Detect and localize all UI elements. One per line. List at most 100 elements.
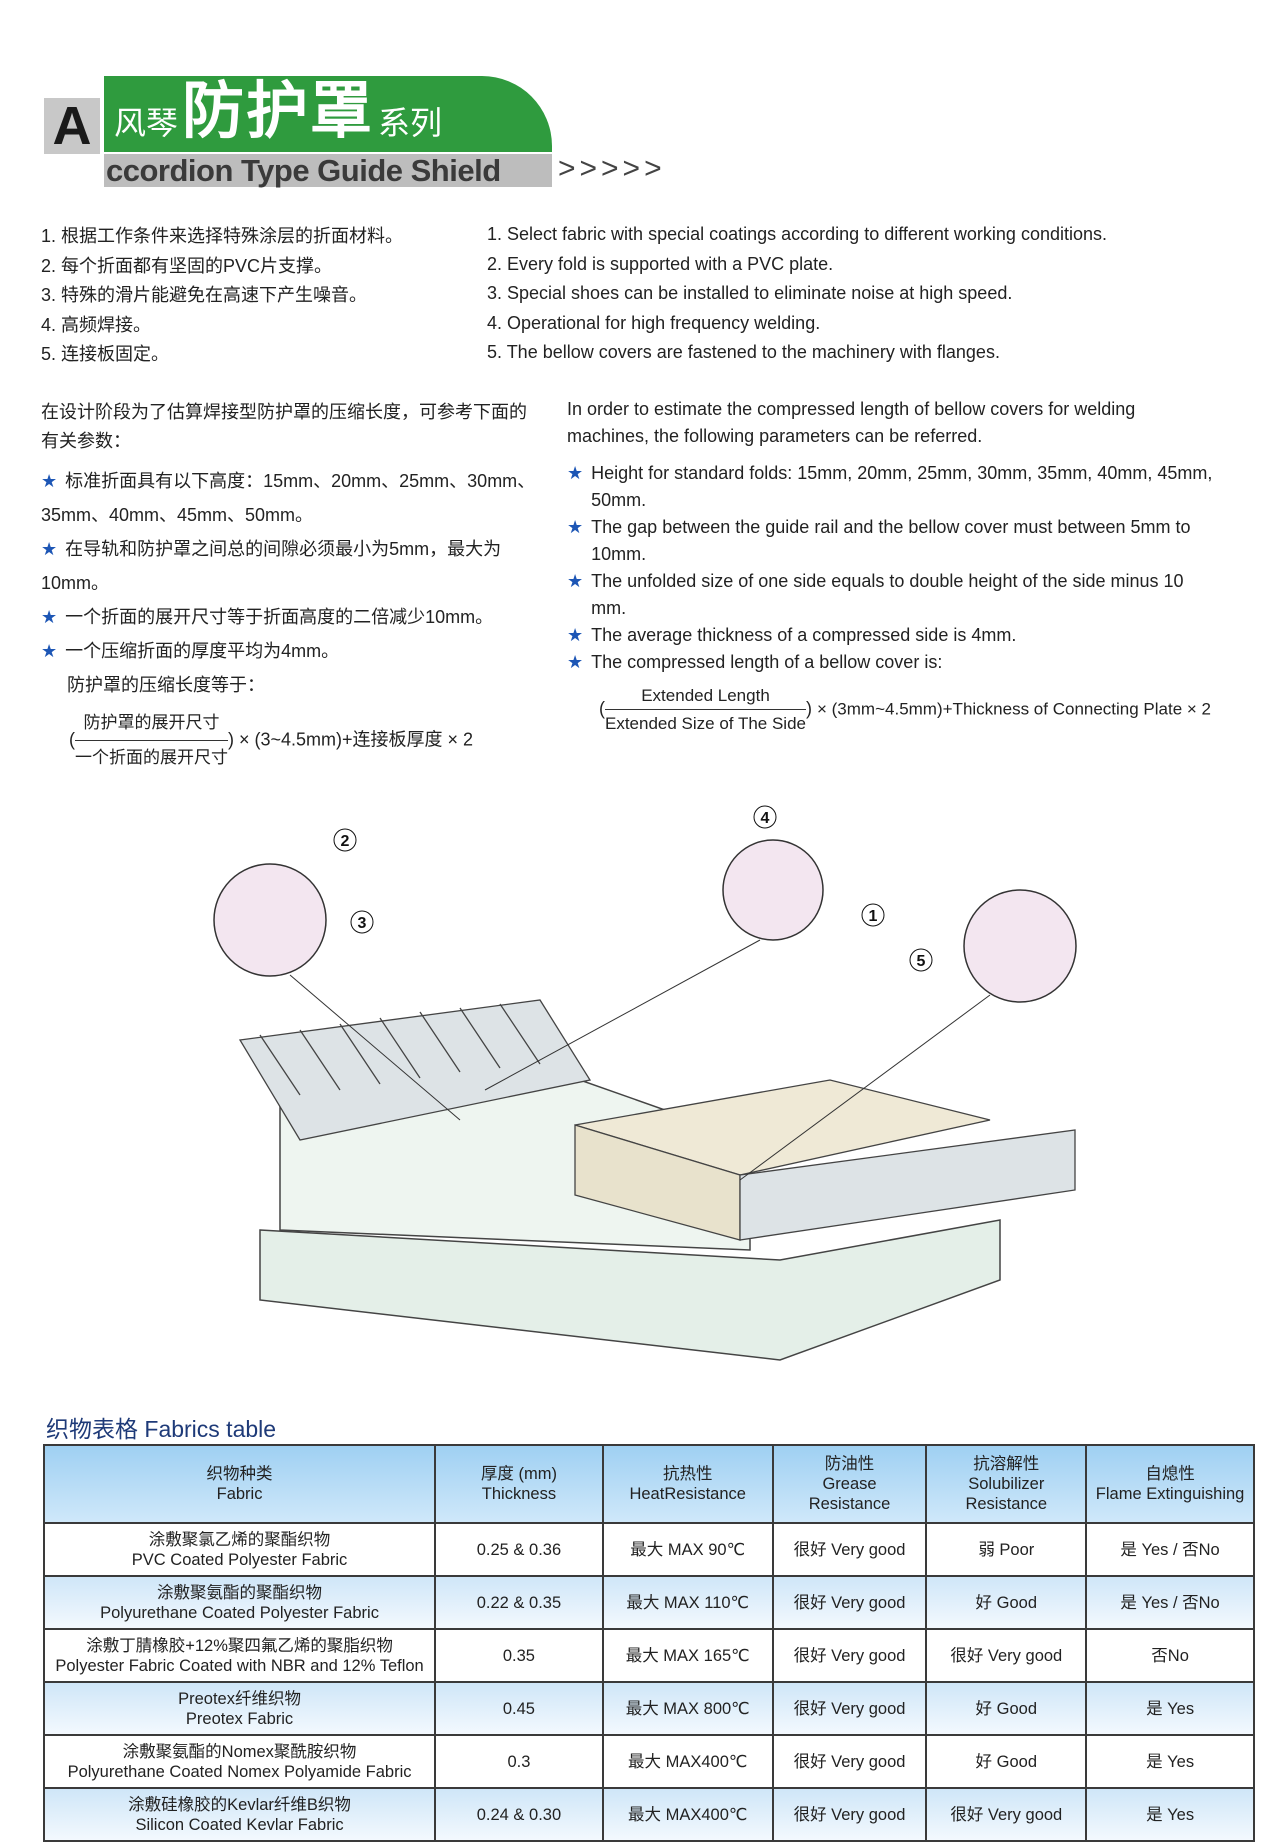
fabric-name: 涂敷聚氨酯的Nomex聚酰胺织物 bbox=[122, 1742, 357, 1761]
star-icon: ★ bbox=[41, 607, 58, 627]
table-cell: 0.22 & 0.35 bbox=[434, 1575, 604, 1630]
column-header: 自熄性 Flame Extinguishing bbox=[1085, 1444, 1255, 1524]
table-cell: 0.3 bbox=[434, 1734, 604, 1789]
detail-circle-5 bbox=[963, 889, 1077, 1003]
fabric-name: 涂敷聚氯乙烯的聚酯织物 bbox=[148, 1530, 331, 1549]
table-cell: 最大 MAX 800℃ bbox=[601, 1681, 774, 1736]
design-cn-item: 一个折面的展开尺寸等于折面高度的二倍减少10mm。 bbox=[65, 607, 494, 627]
header-text: Solubilizer bbox=[968, 1475, 1045, 1493]
table-cell: 否No bbox=[1085, 1628, 1255, 1683]
star-icon: ★ bbox=[567, 463, 584, 483]
design-en-item: The compressed length of a bellow cover … bbox=[591, 652, 943, 672]
features-en: 1. Select fabric with special coatings a… bbox=[487, 220, 1107, 368]
design-en-item: The gap between the guide rail and the b… bbox=[591, 517, 1191, 564]
feature-cn: 2. 每个折面都有坚固的PVC片支撑。 bbox=[41, 255, 333, 276]
features-cn: 1. 根据工作条件来选择特殊涂层的折面材料。 2. 每个折面都有坚固的PVC片支… bbox=[41, 222, 403, 370]
design-en: In order to estimate the compressed leng… bbox=[567, 396, 1217, 737]
table-cell: 最大 MAX 110℃ bbox=[601, 1575, 774, 1630]
header-text: 自熄性 bbox=[1145, 1465, 1195, 1483]
table-cell: 很好 Very good bbox=[771, 1787, 928, 1842]
header-text: Resistance bbox=[808, 1495, 891, 1513]
design-cn-item: 标准折面具有以下高度：15mm、20mm、25mm、30mm、35mm、40mm… bbox=[41, 471, 536, 525]
table-cell: 最大 MAX400℃ bbox=[601, 1734, 774, 1789]
formula-cn: (防护罩的展开尺寸一个折面的展开尺寸) × (3~4.5mm)+连接板厚度 × … bbox=[41, 706, 541, 775]
table-cell: 是 Yes / 否No bbox=[1085, 1522, 1255, 1577]
feature-en: 5. The bellow covers are fastened to the… bbox=[487, 342, 1000, 362]
detail-circle-2-3 bbox=[213, 863, 327, 977]
table-cell: 好 Good bbox=[925, 1575, 1088, 1630]
star-icon: ★ bbox=[41, 641, 58, 661]
callout-2: 2 bbox=[341, 833, 350, 850]
design-en-item: The unfolded size of one side equals to … bbox=[591, 571, 1184, 618]
design-cn-item: 一个压缩折面的厚度平均为4mm。 bbox=[65, 641, 340, 661]
star-icon: ★ bbox=[567, 571, 584, 591]
denominator: 一个折面的展开尺寸 bbox=[75, 748, 228, 767]
table-cell: 0.25 & 0.36 bbox=[434, 1522, 604, 1577]
table-cell: 很好 Very good bbox=[771, 1628, 928, 1683]
design-en-item: Height for standard folds: 15mm, 20mm, 2… bbox=[591, 463, 1213, 510]
fabric-name: Polyester Fabric Coated with NBR and 12%… bbox=[55, 1656, 424, 1675]
table-cell: 好 Good bbox=[925, 1681, 1088, 1736]
bellow-right bbox=[574, 1079, 1076, 1241]
star-icon: ★ bbox=[567, 517, 584, 537]
series-letter: A bbox=[44, 98, 100, 154]
table-cell: 很好 Very good bbox=[925, 1787, 1088, 1842]
table-cell: 很好 Very good bbox=[771, 1575, 928, 1630]
header-text: Flame Extinguishing bbox=[1095, 1485, 1245, 1503]
feature-cn: 3. 特殊的滑片能避免在高速下产生噪音。 bbox=[41, 285, 368, 305]
numerator: 防护罩的展开尺寸 bbox=[75, 706, 228, 741]
formula-label-cn: 防护罩的压缩长度等于： bbox=[67, 675, 265, 695]
detail-circle-1-4 bbox=[722, 839, 824, 941]
table-cell: 是 Yes / 否No bbox=[1085, 1575, 1255, 1630]
star-icon: ★ bbox=[41, 471, 58, 491]
feature-cn: 4. 高频焊接。 bbox=[41, 314, 152, 335]
design-cn: 在设计阶段为了估算焊接型防护罩的压缩长度，可参考下面的有关参数： ★标准折面具有… bbox=[41, 398, 541, 775]
table-cell: 最大 MAX 165℃ bbox=[601, 1628, 774, 1683]
star-icon: ★ bbox=[567, 652, 584, 672]
machine-base bbox=[259, 1219, 1001, 1361]
subtitle: ccordion Type Guide Shield bbox=[104, 154, 552, 187]
table-cell: 是 Yes bbox=[1085, 1787, 1255, 1842]
formula-tail: × (3mm~4.5mm)+Thickness of Connecting Pl… bbox=[817, 699, 1212, 719]
header-text: HeatResistance bbox=[629, 1485, 746, 1503]
header-text: Resistance bbox=[965, 1495, 1048, 1513]
header-text: Grease bbox=[822, 1475, 877, 1493]
fabric-name: Preotex纤维织物 bbox=[178, 1689, 301, 1708]
design-en-intro: In order to estimate the compressed leng… bbox=[567, 399, 1136, 446]
design-cn-intro: 在设计阶段为了估算焊接型防护罩的压缩长度，可参考下面的有关参数： bbox=[41, 402, 527, 451]
fabric-name: 涂敷丁腈橡胶+12%聚四氟乙烯的聚脂织物 bbox=[86, 1636, 393, 1655]
title-post: 系列 bbox=[378, 105, 443, 141]
table-cell: 很好 Very good bbox=[771, 1681, 928, 1736]
table-cell: 0.24 & 0.30 bbox=[434, 1787, 604, 1842]
feature-cn: 5. 连接板固定。 bbox=[41, 344, 170, 364]
title-banner: 风琴 防护罩 系列 bbox=[104, 76, 552, 152]
denominator: Extended Size of The Side bbox=[605, 714, 806, 733]
header-text: Thickness bbox=[481, 1485, 557, 1503]
title-pre: 风琴 bbox=[114, 105, 179, 141]
feature-en: 1. Select fabric with special coatings a… bbox=[487, 224, 1107, 244]
fabric-name: Polyurethane Coated Polyester Fabric bbox=[100, 1603, 379, 1622]
bellow-cover-diagram: 2 3 4 1 5 bbox=[213, 805, 1077, 1361]
callout-4: 4 bbox=[761, 810, 770, 827]
fabric-name: 涂敷聚氨酯的聚酯织物 bbox=[157, 1583, 323, 1602]
feature-cn: 1. 根据工作条件来选择特殊涂层的折面材料。 bbox=[41, 226, 404, 246]
header-text: 防油性 bbox=[824, 1455, 875, 1473]
table-title: 织物表格 Fabrics table bbox=[46, 1416, 277, 1442]
formula-tail: × (3~4.5mm)+连接板厚度 × 2 bbox=[239, 729, 474, 750]
table-cell: 最大 MAX 90℃ bbox=[601, 1522, 774, 1577]
arrows-decoration: >>>>> bbox=[558, 152, 666, 185]
